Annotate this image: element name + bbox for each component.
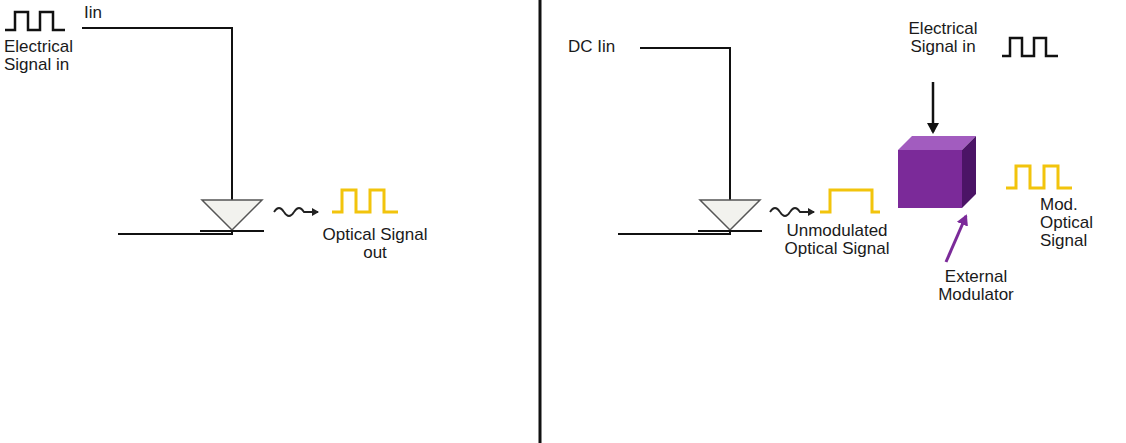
signal-label: Optical Signal out xyxy=(320,226,430,262)
panel-divider xyxy=(539,0,542,443)
signal-label: Unmodulated Optical Signal xyxy=(772,222,902,258)
signal-label: Electrical Signal in xyxy=(4,38,114,74)
current-label: DC Iin xyxy=(568,38,648,56)
external-modulator-cube xyxy=(898,136,976,208)
wire xyxy=(82,28,232,200)
signal-label: External Modulator xyxy=(916,268,1036,304)
diode-symbol xyxy=(700,200,760,230)
signal-label: Mod. Optical Signal xyxy=(1040,196,1120,250)
electrical-pulse xyxy=(1002,38,1058,56)
light-emission xyxy=(274,208,318,216)
electrical-pulse xyxy=(5,12,65,30)
signal-label: Electrical Signal in xyxy=(888,20,998,56)
modulated-optical xyxy=(1006,166,1072,188)
wire xyxy=(618,231,730,234)
wire xyxy=(640,48,730,200)
diode-symbol xyxy=(202,200,262,230)
light-emission xyxy=(770,208,814,216)
signal-arrow xyxy=(932,82,935,132)
unmodulated-optical xyxy=(820,190,880,212)
wire xyxy=(118,231,232,234)
leader-arrow xyxy=(946,216,966,262)
current-label: Iin xyxy=(84,4,144,22)
optical-pulse xyxy=(332,190,398,212)
